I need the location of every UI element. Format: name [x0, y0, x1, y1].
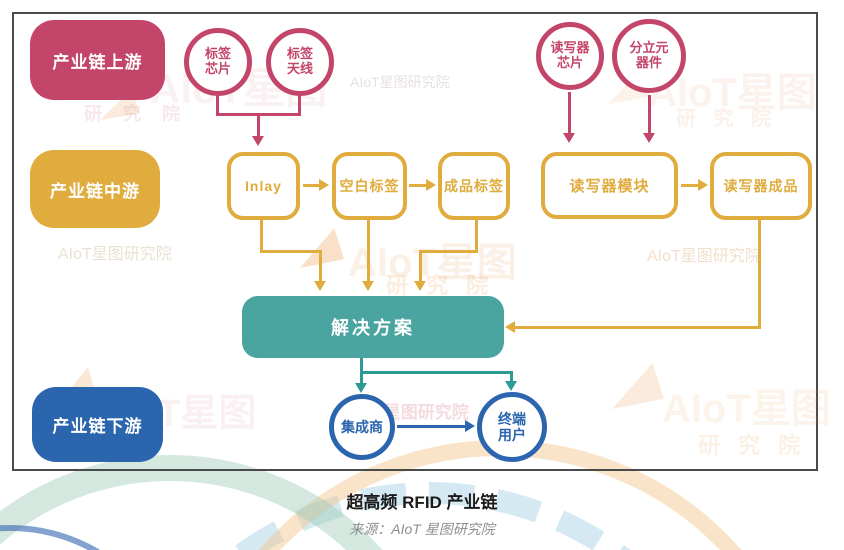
connector-blank-finished: [409, 184, 427, 187]
connector-solution-integrator: [360, 371, 363, 384]
arrowhead-blank-finished: [426, 179, 436, 191]
node-solution: 解决方案: [242, 296, 504, 358]
node-reader-finished-label: 读写器成品: [723, 178, 799, 194]
node-reader-module: 读写器模块: [541, 152, 678, 219]
arrowhead-blank-solution: [362, 281, 374, 291]
arrowhead-integrator-enduser: [465, 420, 475, 432]
node-end-user: 终端 用户: [477, 392, 547, 462]
figure-title: 超高频 RFID 产业链: [346, 493, 498, 512]
connector-inlay-blank: [303, 184, 320, 187]
connector-solution-down: [360, 358, 363, 374]
connector-inlay-solution-v1: [260, 220, 263, 253]
connector-solution-branch: [360, 371, 513, 374]
node-solution-label: 解决方案: [331, 318, 415, 338]
connector-tagantenna-down: [298, 93, 301, 115]
row-label-downstream: 产业链下游: [32, 387, 163, 462]
arrowhead-tags-to-inlay: [252, 136, 264, 146]
row-label-upstream: 产业链上游: [30, 20, 165, 100]
node-tag-antenna-label-line1: 标签: [286, 46, 313, 62]
node-end-user-label-line2: 用户: [498, 427, 526, 443]
node-integrator-label: 集成商: [341, 418, 383, 435]
connector-blank-solution: [367, 220, 370, 281]
connector-readerchip-down: [568, 92, 571, 134]
node-reader-chip: 读写器 芯片: [536, 22, 604, 90]
node-inlay: Inlay: [227, 152, 300, 220]
arrowhead-solution-integrator: [355, 383, 367, 393]
node-reader-finished: 读写器成品: [710, 152, 812, 220]
node-end-user-label-line1: 终端: [498, 410, 526, 427]
connector-finished-solution-v2: [419, 250, 422, 283]
node-blank-tag: 空白标签: [332, 152, 407, 220]
figure-source: 来源：AIoT 星图研究院: [349, 521, 495, 537]
connector-finished-solution-v1: [475, 220, 478, 253]
connector-integrator-enduser: [397, 425, 467, 428]
connector-tagchip-down: [216, 95, 219, 115]
node-reader-module-label: 读写器模块: [569, 178, 650, 195]
row-label-midstream: 产业链中游: [30, 150, 160, 228]
arrowhead-inlay-solution: [314, 281, 326, 291]
connector-discrete-down: [648, 95, 651, 134]
connector-inlay-solution-v2: [319, 250, 322, 283]
node-finished-tag-label: 成品标签: [444, 178, 504, 194]
node-reader-chip-label-line2: 芯片: [556, 55, 583, 70]
connector-product-solution-v: [758, 220, 761, 329]
arrowhead-inlay-blank: [319, 179, 329, 191]
node-tag-chip-label-line2: 芯片: [204, 61, 231, 76]
node-discrete-parts-label-line2: 器件: [635, 55, 662, 70]
arrowhead-finished-solution: [414, 281, 426, 291]
connector-tags-join: [216, 113, 301, 116]
node-integrator: 集成商: [329, 394, 395, 460]
arrowhead-module-product: [698, 179, 708, 191]
node-tag-chip-label-line1: 标签: [204, 46, 231, 62]
connector-finished-solution-h: [419, 250, 478, 253]
diagram-frame: [12, 12, 818, 471]
node-tag-chip: 标签 芯片: [184, 28, 252, 96]
node-finished-tag: 成品标签: [438, 152, 510, 220]
node-discrete-parts-label-line1: 分立元: [629, 40, 669, 56]
arrowhead-product-solution: [505, 321, 515, 333]
node-blank-tag-label: 空白标签: [339, 178, 400, 194]
node-reader-chip-label-line1: 读写器: [550, 40, 590, 56]
node-discrete-parts: 分立元 器件: [612, 19, 686, 93]
connector-module-product: [681, 184, 699, 187]
connector-solution-enduser: [510, 371, 513, 382]
connector-product-solution-h: [515, 326, 761, 329]
connector-inlay-solution-h: [260, 250, 322, 253]
node-tag-antenna: 标签 天线: [266, 28, 334, 96]
node-inlay-label: Inlay: [245, 178, 282, 194]
connector-tags-to-inlay: [257, 115, 260, 137]
node-tag-antenna-label-line2: 天线: [286, 61, 313, 76]
arrowhead-solution-enduser: [505, 381, 517, 391]
arrowhead-discrete-down: [643, 133, 655, 143]
arrowhead-readerchip-down: [563, 133, 575, 143]
